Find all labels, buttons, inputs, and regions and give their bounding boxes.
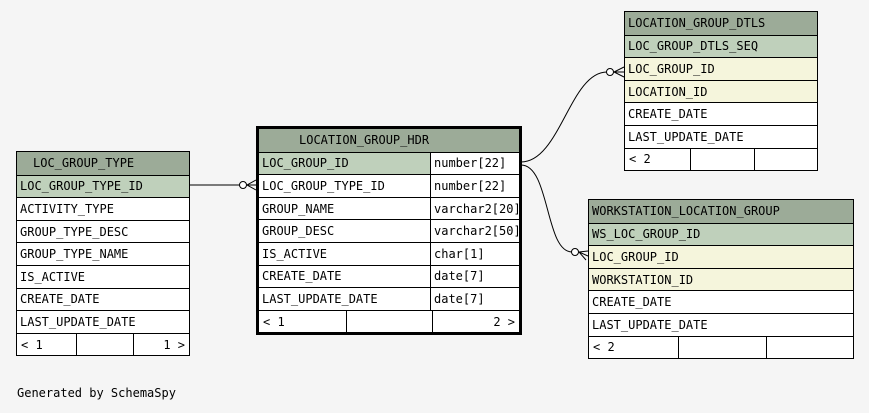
- table-footer: < 1 2 >: [259, 309, 519, 333]
- column-type: number[22]: [434, 156, 507, 171]
- table-location-group-hdr[interactable]: LOCATION_GROUP_HDR LOC_GROUP_ID number[2…: [256, 126, 522, 336]
- table-column: CREATE_DATE: [17, 287, 189, 311]
- column-name: LAST_UPDATE_DATE: [259, 288, 431, 310]
- column-type: number[22]: [434, 178, 507, 193]
- table-footer: < 2: [625, 147, 817, 171]
- column-type: date[7]: [434, 291, 485, 306]
- table-footer: < 2: [589, 335, 853, 359]
- relationship-line: [520, 71, 608, 163]
- column-name: GROUP_DESC: [259, 220, 431, 242]
- relationship-crowsfoot: [612, 66, 625, 78]
- table-column: IS_ACTIVE: [17, 264, 189, 288]
- relationship-crowsfoot: [577, 250, 589, 261]
- column-type: char[1]: [434, 246, 485, 261]
- table-column: GROUP_DESC varchar2[50]: [259, 219, 519, 242]
- table-column-pk: LOC_GROUP_ID number[22]: [259, 151, 519, 175]
- table-title: LOCATION_GROUP_DTLS: [625, 12, 817, 35]
- footer-spacer: [76, 333, 133, 356]
- column-name: LOC_GROUP_ID: [259, 152, 431, 175]
- table-title: LOCATION_GROUP_HDR: [259, 129, 519, 152]
- table-column-pk: WS_LOC_GROUP_ID: [589, 222, 853, 246]
- column-type: varchar2[50]: [434, 224, 519, 239]
- column-name: LOC_GROUP_TYPE_ID: [259, 175, 431, 197]
- column-type: varchar2[20]: [434, 201, 519, 216]
- child-count: 1 >: [133, 333, 189, 356]
- table-column: CREATE_DATE date[7]: [259, 264, 519, 288]
- table-column: CREATE_DATE: [625, 102, 817, 125]
- table-column: CREATE_DATE: [589, 290, 853, 313]
- relationship-optional-marker: [571, 248, 579, 256]
- table-column: LAST_UPDATE_DATE: [17, 310, 189, 333]
- relationship-line: [520, 164, 573, 253]
- table-column: LAST_UPDATE_DATE: [589, 312, 853, 336]
- table-column-fk: LOC_GROUP_ID: [589, 245, 853, 268]
- table-column-pk: LOC_GROUP_DTLS_SEQ: [625, 34, 817, 58]
- relationship-optional-marker: [606, 68, 614, 76]
- table-loc-group-type[interactable]: LOC_GROUP_TYPE LOC_GROUP_TYPE_ID ACTIVIT…: [16, 151, 190, 357]
- table-footer: < 1 1 >: [17, 332, 189, 356]
- generated-by-label: Generated by SchemaSpy: [17, 386, 176, 400]
- parent-count: < 1: [263, 314, 285, 329]
- table-column: LAST_UPDATE_DATE: [625, 124, 817, 148]
- table-column: LAST_UPDATE_DATE date[7]: [259, 287, 519, 310]
- footer-spacer: [690, 148, 754, 171]
- parent-count: < 2: [629, 152, 651, 167]
- table-column: GROUP_NAME varchar2[20]: [259, 196, 519, 220]
- table-column-fk: LOCATION_ID: [625, 79, 817, 103]
- footer-spacer: [678, 336, 766, 359]
- footer-spacer: [766, 336, 853, 359]
- relationship-crowsfoot: [245, 179, 257, 191]
- table-title: WORKSTATION_LOCATION_GROUP: [589, 200, 853, 223]
- footer-spacer: [754, 148, 817, 171]
- parent-count: < 1: [21, 337, 43, 352]
- table-column-fk: LOC_GROUP_ID: [625, 57, 817, 80]
- table-column-fk: WORKSTATION_ID: [589, 267, 853, 291]
- parent-count: < 2: [593, 340, 615, 355]
- table-column: LOC_GROUP_TYPE_ID number[22]: [259, 174, 519, 197]
- column-name: IS_ACTIVE: [259, 242, 431, 265]
- column-name: GROUP_NAME: [259, 197, 431, 220]
- table-column: GROUP_TYPE_DESC: [17, 219, 189, 243]
- table-column: IS_ACTIVE char[1]: [259, 241, 519, 265]
- table-column: GROUP_TYPE_NAME: [17, 242, 189, 265]
- footer-spacer: [346, 310, 432, 333]
- table-location-group-dtls[interactable]: LOCATION_GROUP_DTLS LOC_GROUP_DTLS_SEQ L…: [624, 11, 818, 172]
- column-name: CREATE_DATE: [259, 265, 431, 288]
- column-type: date[7]: [434, 269, 485, 284]
- table-title: LOC_GROUP_TYPE: [17, 152, 189, 175]
- relationship-optional-marker: [239, 181, 247, 189]
- table-column: ACTIVITY_TYPE: [17, 197, 189, 220]
- table-workstation-location-group[interactable]: WORKSTATION_LOCATION_GROUP WS_LOC_GROUP_…: [588, 199, 854, 360]
- child-count: 2 >: [432, 310, 519, 333]
- table-column-pk: LOC_GROUP_TYPE_ID: [17, 174, 189, 198]
